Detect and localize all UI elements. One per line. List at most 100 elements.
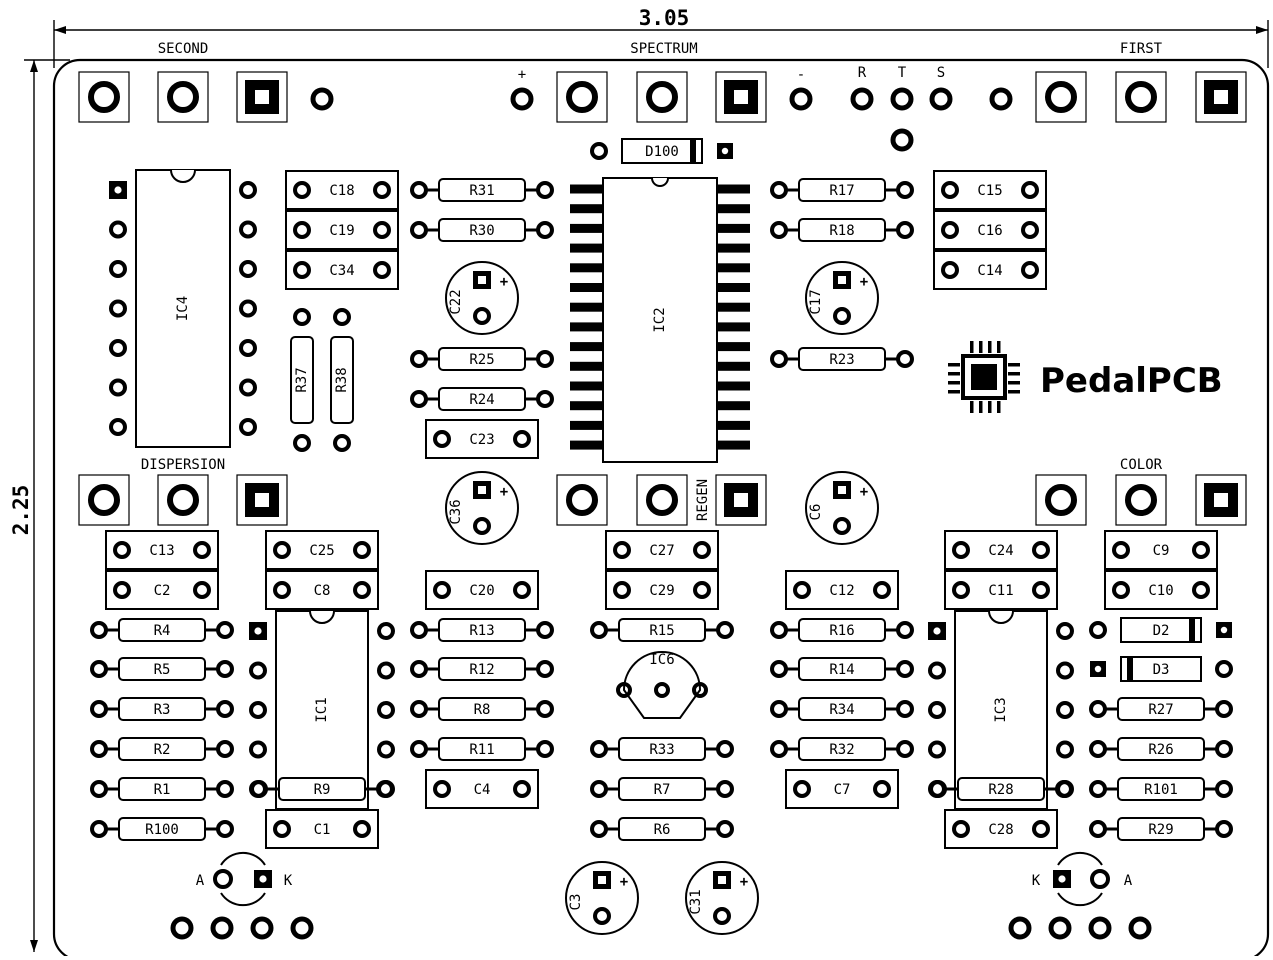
pad-hole [838,276,846,284]
resistor-r31: R31 [410,178,554,202]
electrolytic-c3: +C3 [565,861,639,935]
capacitor-outline [1104,570,1218,610]
ic-pad [239,260,257,278]
pad-hole [1220,626,1228,634]
capacitor-outline [605,570,719,610]
label-c27: C27 [649,543,674,559]
smd-pad [718,381,750,391]
chip-outline [961,354,1007,400]
label-r6: R6 [654,822,671,838]
plus-sign: + [860,484,868,500]
led1-a-label: A [196,873,205,889]
resistor-r34: R34 [770,697,914,721]
chip-pin [988,341,992,353]
ic-pad [239,220,257,239]
resistor-r18: R18 [770,218,914,242]
ic-pad [249,661,267,680]
pot-color-3 [1195,474,1247,526]
ic-ic4: IC4 [109,169,257,448]
ic-pad [377,661,395,680]
led-outline [220,851,266,866]
capacitor-pad [273,820,291,838]
label-r17: R17 [829,183,854,199]
ic-pad [249,740,267,759]
pad-minus [789,87,813,111]
smd-pad [570,401,602,411]
capacitor-pad [1032,581,1050,599]
pad-hole [478,276,486,284]
resistor-body [618,777,706,801]
chip-logo-icon [948,341,1020,413]
ic-pad [239,181,257,199]
jack-spectrum-1 [556,71,608,123]
label-c11: C11 [988,583,1013,599]
resistor-body [438,218,526,242]
smd-pad [570,342,602,352]
resistor-r101: R101 [1089,777,1233,801]
capacitor-outline [933,170,1047,210]
s-label: S [937,65,945,81]
jack-outline [636,474,688,526]
resistor-r17: R17 [770,178,914,202]
capacitor-c34: C34 [285,250,399,290]
pedalpcb-logo: PedalPCB [948,341,1223,413]
ic-pad [239,299,257,318]
label-r100: R100 [145,822,179,838]
plus-sign: + [500,484,508,500]
round-pad [646,81,678,113]
ic-ic6: IC6 [616,651,708,719]
capacitor-pad [593,907,611,925]
resistor-body [618,737,706,761]
resistor-r37: R37 [290,308,314,452]
capacitor-pad [1021,221,1039,239]
capacitor-pad [373,181,391,199]
smd-pad [718,223,750,233]
resistor-body [118,697,206,721]
capacitor-c4: C4 [425,769,539,809]
chip-pin [970,341,974,353]
resistor-pad [333,434,351,452]
round-pad [167,81,199,113]
chip-die [971,364,997,390]
capacitor-outline [425,419,539,459]
height-label: 2.25 [9,485,33,536]
capacitor-outline [565,861,639,935]
label-r4: R4 [154,623,171,639]
smd-pad [718,322,750,332]
electrolytic-c6: +C6 [805,471,879,545]
label-r32: R32 [829,742,854,758]
capacitor-outline [425,769,539,809]
label-c19: C19 [329,223,354,239]
capacitor-pad [293,181,311,199]
capacitor-pad [433,780,451,798]
pad-hole [734,493,748,507]
capacitor-c9: C9 [1104,530,1218,570]
label-ic2: IC2 [652,307,668,332]
capacitor-c28: C28 [944,809,1058,849]
ic-pad [109,378,127,397]
spectrum-label: SPECTRUM [630,41,697,57]
chip-pin [948,372,960,376]
jack-first-1 [1035,71,1087,123]
smd-pad [570,381,602,391]
label-d2: D2 [1153,623,1170,639]
led-outline [1057,851,1103,866]
ic-pad [239,339,257,357]
resistor-body [290,336,314,424]
jack-outline [636,71,688,123]
ic-pad [377,701,395,719]
label-r14: R14 [829,662,854,678]
led1-k-label: K [284,873,293,889]
capacitor-pad [873,780,891,798]
resistor-r6: R6 [590,817,734,841]
smd-pad [718,361,750,371]
diode-pad [1215,660,1233,678]
jack-spectrum-2 [636,71,688,123]
chip-pin [970,401,974,413]
plus-sign: + [500,274,508,290]
capacitor-c13: C13 [105,530,219,570]
resistor-r25: R25 [410,347,554,371]
resistor-r5: R5 [90,657,234,681]
chip-pin [979,341,983,353]
resistor-body [330,336,354,424]
